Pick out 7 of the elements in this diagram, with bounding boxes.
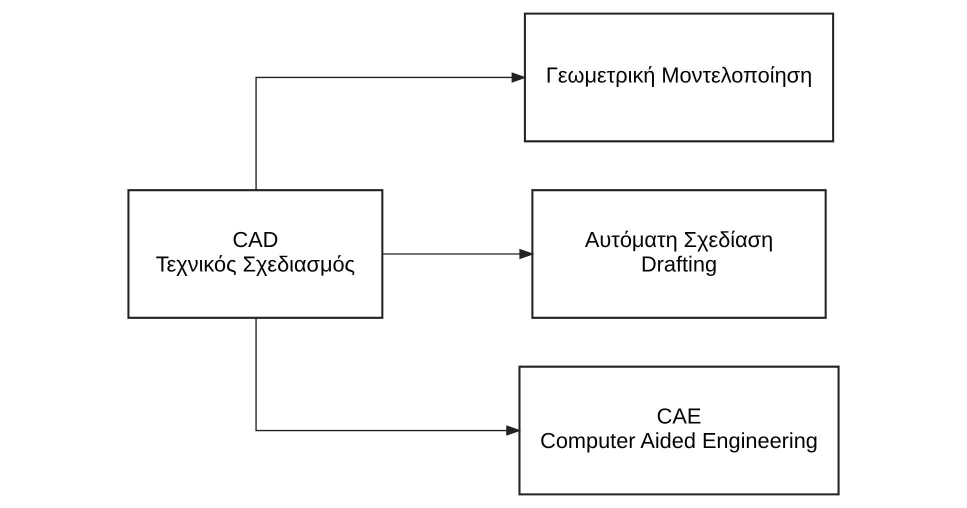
node-box: CAE Computer Aided Engineering	[518, 366, 840, 496]
arrow	[255, 72, 527, 190]
node-box: CAD Τεχνικός Σχεδιασμός	[127, 189, 384, 319]
node-box: Γεωμετρική Μοντελοποίηση	[524, 12, 834, 142]
arrow	[382, 248, 534, 260]
arrow	[255, 318, 522, 436]
node-box: Αυτόματη Σχεδίαση Drafting	[531, 189, 827, 319]
